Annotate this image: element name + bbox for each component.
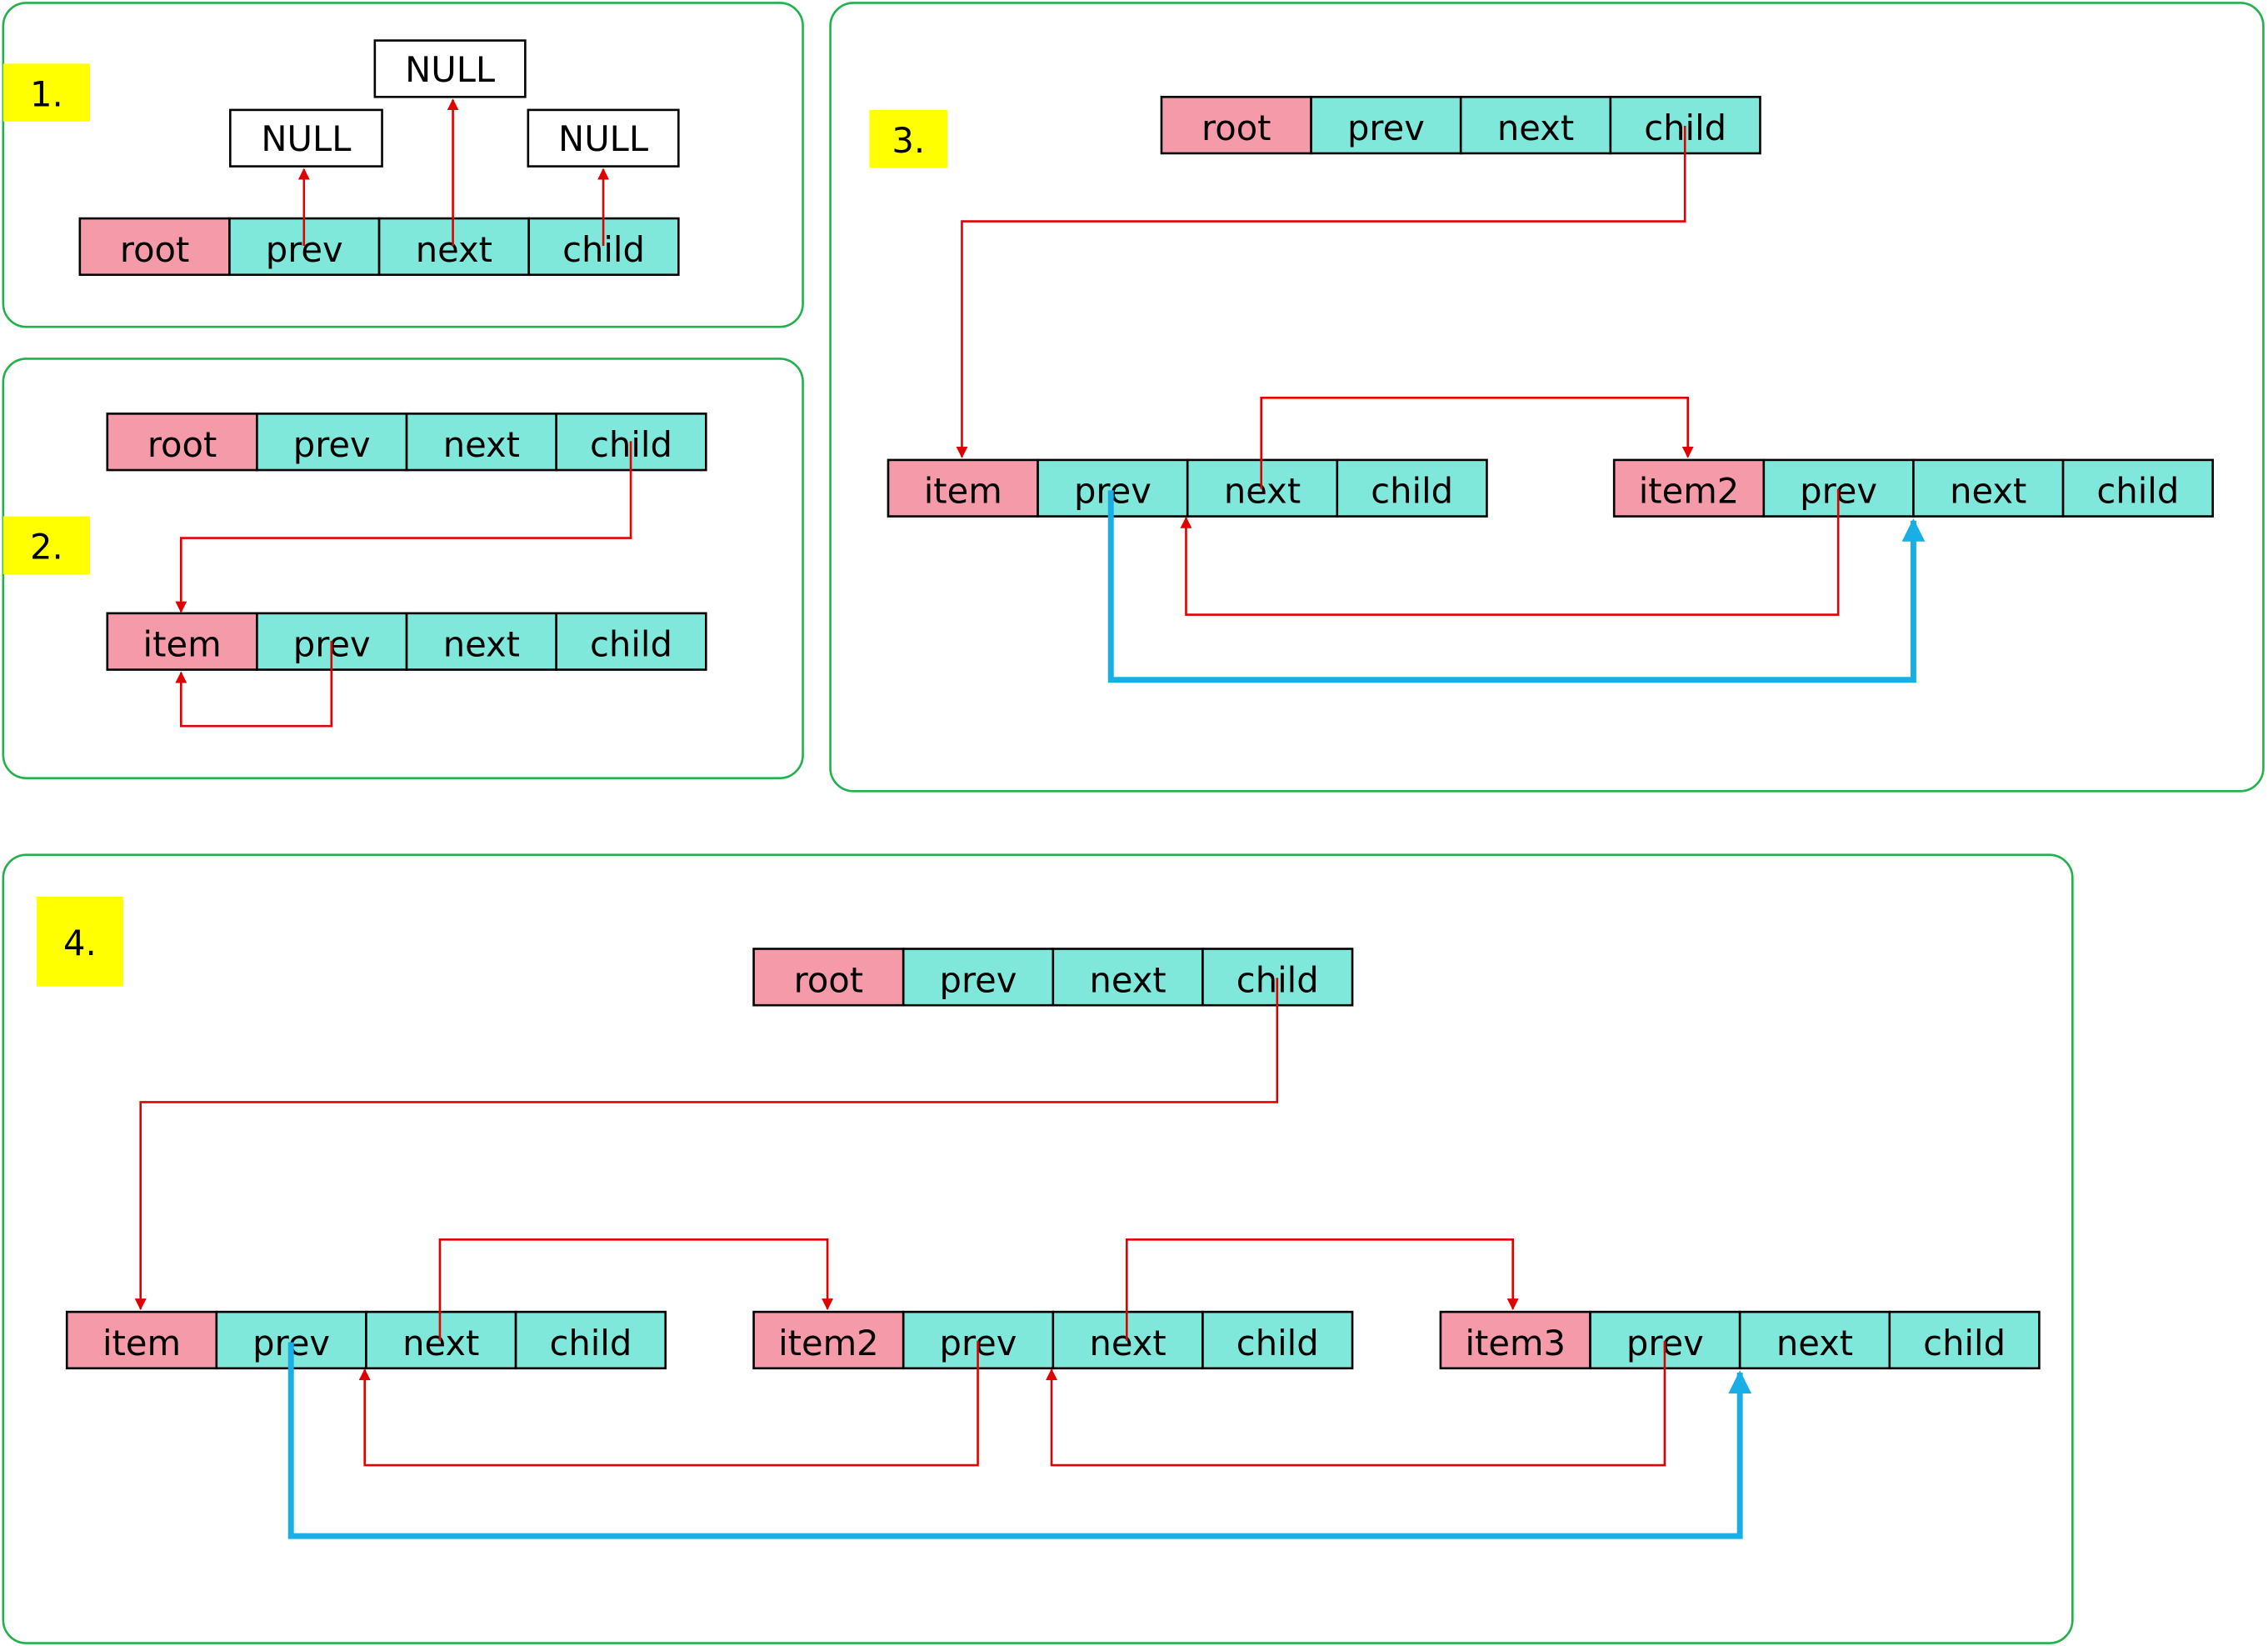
p3-item2-child-cell	[2061, 458, 2214, 518]
p3-item2-name-label: item2	[1639, 471, 1740, 512]
p4-item2-child-cell	[1201, 1310, 1354, 1370]
p2-item-name-label: item	[143, 624, 222, 665]
p4-root-prev-label: prev	[940, 959, 1017, 1000]
p4-root-name-label: root	[794, 959, 864, 1000]
step-badge-1: 1.	[2, 63, 90, 122]
red-pointer-arrows	[134, 98, 1840, 1467]
arrow-p4-item2-next-to-item3	[1126, 1238, 1519, 1341]
p1-root-name-label: root	[120, 229, 190, 270]
null-box-next: NULL	[373, 39, 527, 98]
p3-item2-child-label: child	[2096, 471, 2179, 512]
p3-item2-next-cell	[1912, 458, 2065, 518]
p4-root-name-cell	[752, 948, 905, 1007]
svg-text:NULL: NULL	[261, 118, 351, 159]
svg-text:1.: 1.	[30, 73, 63, 114]
p4-root-next-label: next	[1089, 959, 1166, 1000]
svg-text:NULL: NULL	[405, 49, 495, 90]
p4-item2-child-label: child	[1236, 1323, 1319, 1363]
p4-item-child-cell	[514, 1310, 667, 1370]
p3-item2-name-cell	[1612, 458, 1766, 518]
p4-item-child-label: child	[549, 1323, 632, 1363]
p4-item-name-label: item	[102, 1323, 181, 1363]
p4-item3-next-cell	[1738, 1310, 1891, 1370]
p4-item2-name-label: item2	[778, 1323, 879, 1363]
p2-item-next-label: next	[443, 624, 520, 665]
p4-item3-name-cell	[1439, 1310, 1591, 1370]
arrow-p3-item-prev-to-item2-next	[1107, 490, 1926, 683]
p4-root-next-cell	[1052, 948, 1204, 1007]
svg-text:3.: 3.	[892, 120, 925, 161]
p3-root-prev-label: prev	[1347, 108, 1425, 148]
p2-item-name-cell	[106, 612, 258, 671]
blue-pointer-arrows	[287, 490, 1926, 1539]
p4-item3-next-label: next	[1776, 1323, 1853, 1363]
p4-item3-child-label: child	[1923, 1323, 2006, 1363]
step-badge-2: 2.	[2, 516, 90, 574]
p4-item-next-label: next	[402, 1323, 479, 1363]
panel-4-frame	[2, 853, 2074, 1644]
p3-root-prev-cell	[1310, 95, 1462, 155]
arrow-p4-item-prev-to-item3-next	[287, 1342, 1752, 1539]
arrow-p4-item2-prev-to-item	[358, 1340, 979, 1467]
null-box-child: NULL	[527, 108, 680, 168]
panel-1-frame	[2, 2, 804, 328]
p3-item-next-cell	[1186, 458, 1339, 518]
p1-root-prev-cell	[228, 217, 381, 277]
step-badge-3: 3.	[869, 109, 948, 168]
arrow-p4-root-child-to-item	[134, 978, 1279, 1311]
p3-root-next-label: next	[1497, 108, 1574, 148]
p3-item-child-cell	[1336, 458, 1488, 518]
p1-root-name-cell	[78, 217, 231, 277]
p3-root-name-label: root	[1201, 108, 1271, 148]
p4-item3-name-label: item3	[1465, 1323, 1566, 1363]
p3-root-name-cell	[1160, 95, 1312, 155]
svg-text:2.: 2.	[30, 527, 63, 568]
arrow-p4-item-next-to-item2	[438, 1238, 834, 1341]
p4-item3-child-cell	[1888, 1310, 2041, 1370]
p3-item-child-label: child	[1371, 471, 1453, 512]
p4-item-name-cell	[65, 1310, 218, 1370]
null-box-prev: NULL	[229, 108, 383, 168]
arrow-p3-root-child-to-item	[956, 125, 1686, 458]
p2-root-prev-cell	[256, 413, 408, 472]
arrow-p3-item2-prev-to-item	[1180, 488, 1840, 616]
step-badge-4: 4.	[36, 897, 123, 987]
p3-item-name-label: item	[924, 471, 1002, 512]
p2-root-prev-label: prev	[293, 424, 371, 465]
svg-text:NULL: NULL	[558, 118, 648, 159]
p2-item-child-label: child	[590, 624, 672, 665]
arrow-p4-item3-prev-to-item2	[1046, 1340, 1666, 1467]
arrow-p3-item-next-to-item2	[1260, 396, 1694, 489]
panel-3-frame	[829, 2, 2265, 793]
p2-item-next-cell	[405, 612, 557, 671]
svg-text:4.: 4.	[63, 923, 97, 963]
p2-root-name-label: root	[147, 424, 217, 465]
arrow-item-prev-to-item	[175, 640, 333, 728]
p3-item2-next-label: next	[1950, 471, 2026, 512]
p2-root-next-label: next	[443, 424, 520, 465]
p3-item-name-cell	[887, 458, 1039, 518]
p2-item-child-cell	[555, 612, 707, 671]
arrow-root-child-to-item	[175, 441, 632, 613]
